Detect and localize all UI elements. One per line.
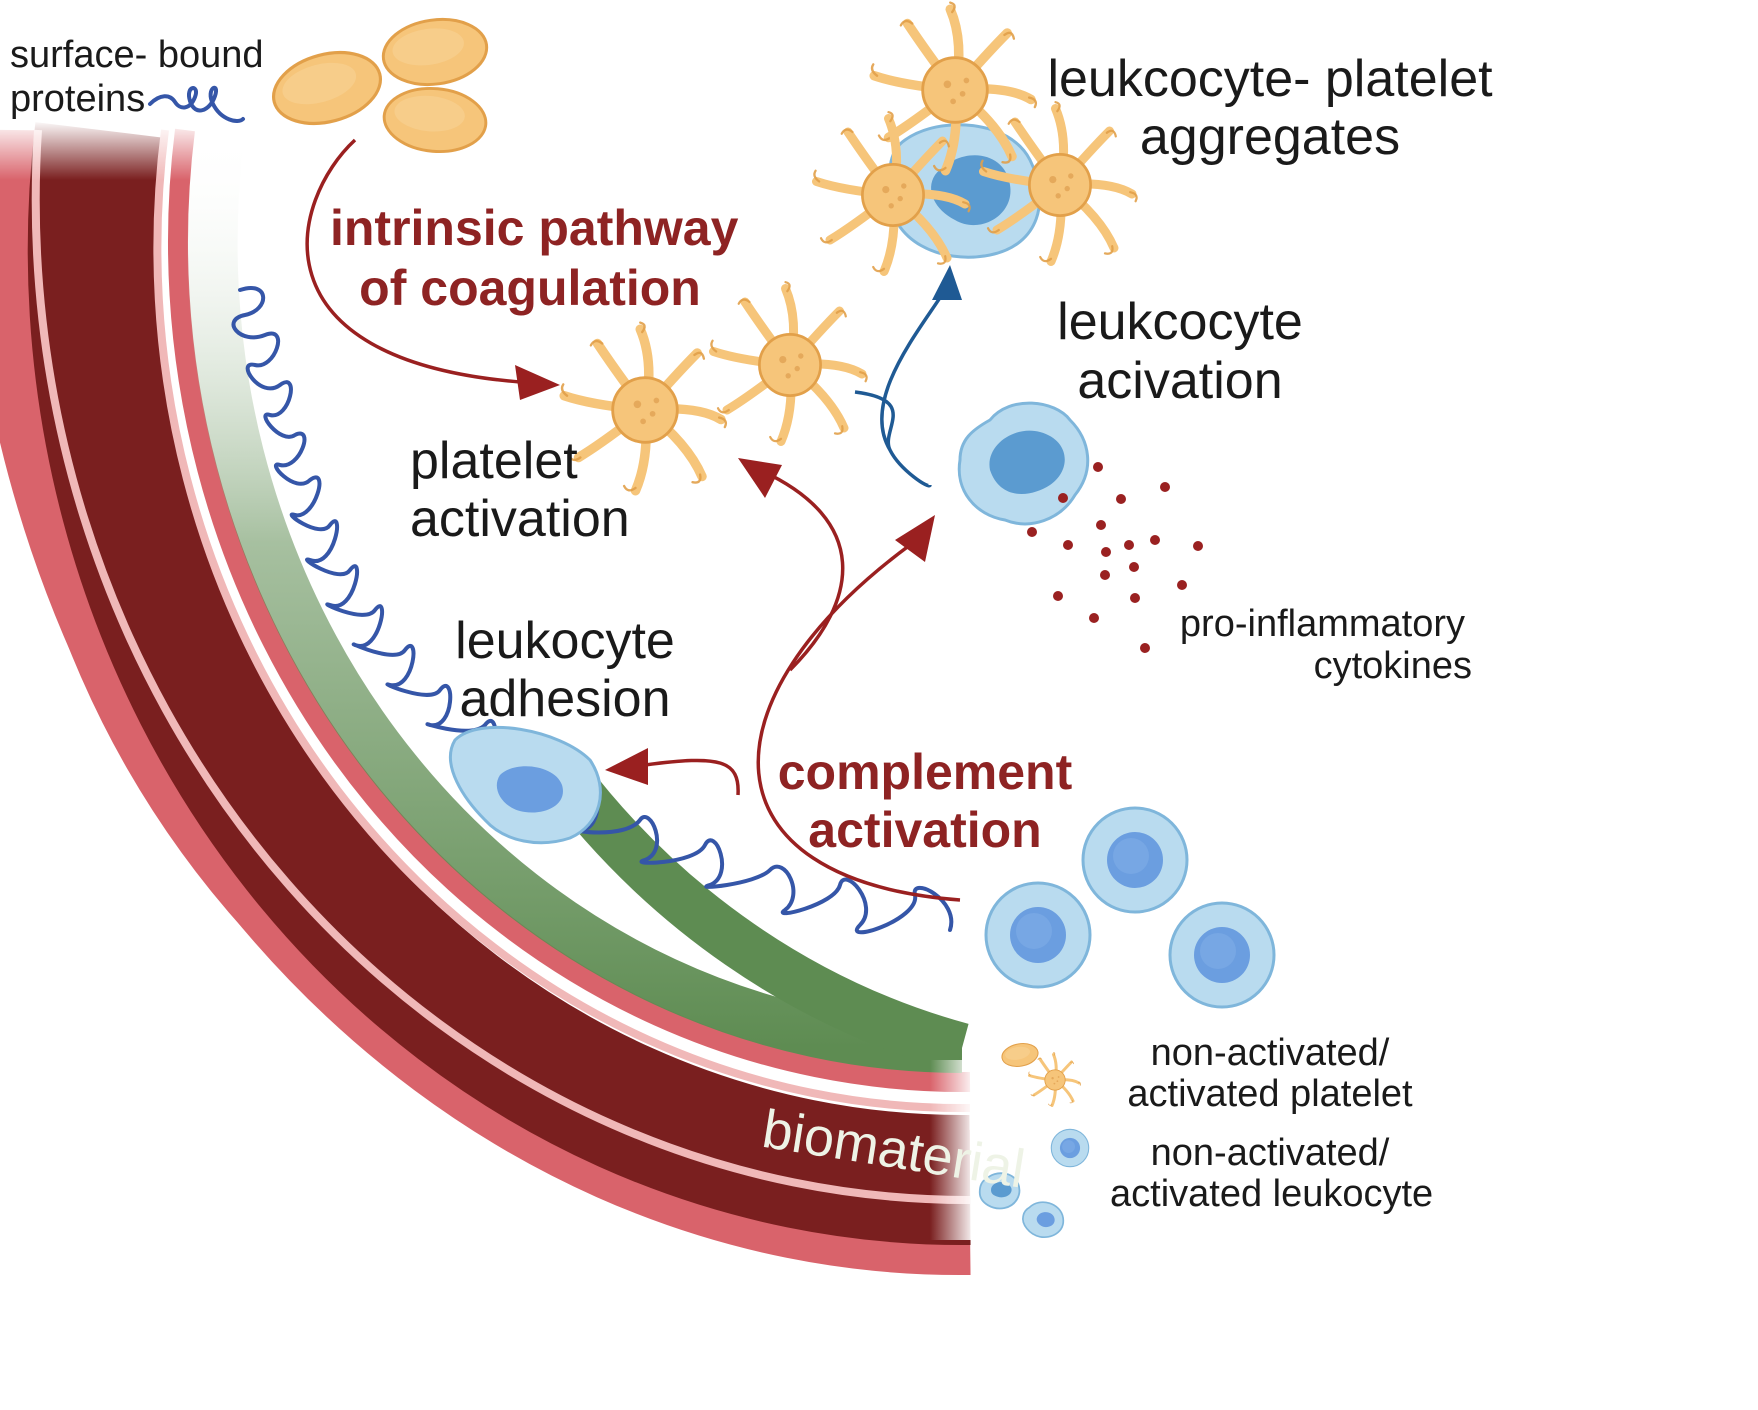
- legend-platelet-label-2: activated platelet: [1127, 1073, 1413, 1115]
- aggregates-label-2: aggregates: [1139, 108, 1401, 166]
- arrow-adhesion: [605, 748, 740, 796]
- biomaterial-layer: [187, 126, 963, 1073]
- complement-label-1: complement: [777, 744, 1073, 800]
- arrow-complement-platelet: [738, 458, 845, 672]
- legend-leukocyte-label-1: non-activated/: [1150, 1132, 1390, 1174]
- leukocyte-activation-label-2: acivation: [1077, 352, 1283, 410]
- intrinsic-pathway-label-1: intrinsic pathway: [330, 200, 739, 256]
- activated-leukocyte: [957, 401, 1090, 526]
- surface-proteins: [231, 286, 954, 935]
- leukocyte-activation-label-1: leukcocyte: [1057, 293, 1303, 351]
- cytokines-label-2: cytokines: [1313, 645, 1472, 687]
- platelet-activation-label-1: platelet: [410, 432, 578, 490]
- legend-leukocyte-label-2: activated leukocyte: [1110, 1173, 1434, 1215]
- complement-label-2: activation: [808, 802, 1042, 858]
- leukocyte-platelet-aggregate: [814, 3, 1136, 272]
- arrow-intrinsic: [305, 138, 560, 400]
- vessel-wall: [0, 122, 971, 1276]
- platelet-activation-label-2: activation: [410, 490, 630, 548]
- intrinsic-pathway-label-2: of coagulation: [359, 260, 701, 316]
- aggregates-label-1: leukcocyte- platelet: [1047, 50, 1493, 108]
- adhesion-label-1: leukocyte: [455, 612, 675, 670]
- surface-proteins-label-1: surface- bound: [10, 34, 264, 76]
- cytokines-label-1: pro-inflammatory: [1179, 603, 1465, 645]
- legend-platelet-icons: [999, 1040, 1083, 1108]
- arrow-aggregation: [854, 265, 962, 488]
- legend-platelet-label-1: non-activated/: [1150, 1032, 1390, 1074]
- cytokines: [1027, 462, 1203, 653]
- arrow-complement-leukocyte: [756, 515, 961, 902]
- protein-legend-icon: [148, 85, 245, 124]
- surface-proteins-label-2: proteins: [10, 78, 146, 120]
- adhesion-label-2: adhesion: [459, 670, 671, 728]
- legend-leukocyte-icons: [978, 1128, 1090, 1239]
- resting-platelets: [263, 11, 493, 158]
- adhered-leukocyte: [449, 725, 602, 845]
